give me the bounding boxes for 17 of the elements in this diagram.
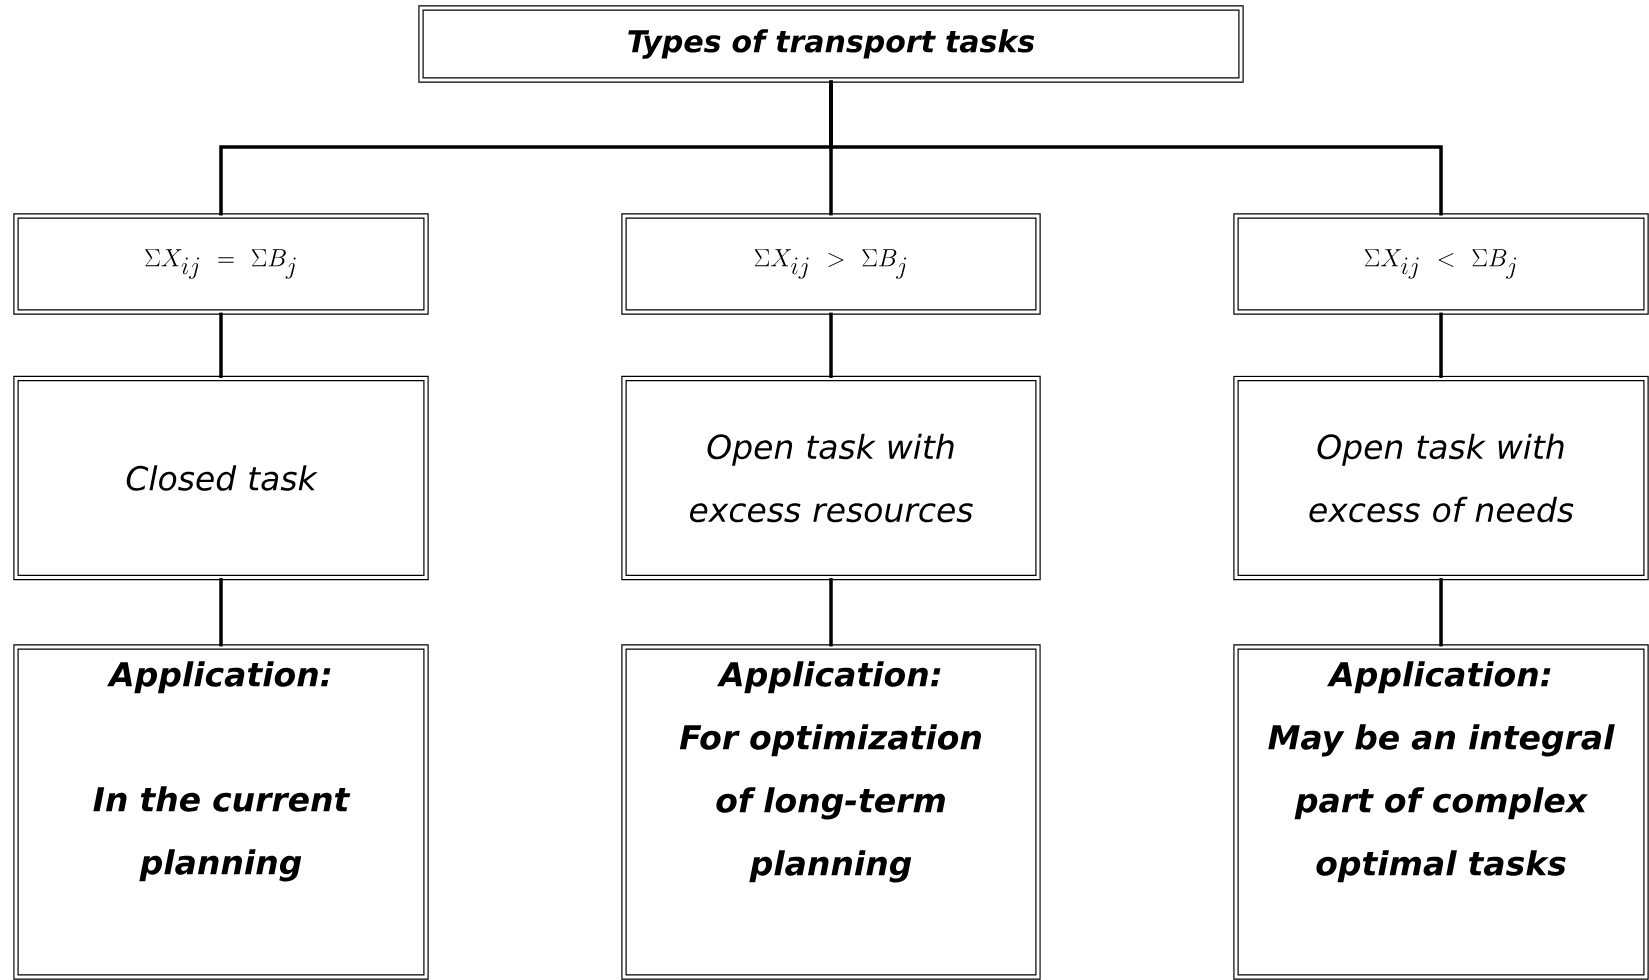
task-type-box: Open task with excess resources — [621, 375, 1041, 581]
application-box: Application: May be an integral part of complex optimal tasks — [1233, 644, 1649, 980]
connector-line — [1439, 578, 1443, 647]
connector-line — [1439, 312, 1443, 378]
application-box: Application: For optimization of long-term planning — [621, 644, 1041, 980]
connector-line — [219, 312, 223, 378]
task-type-box: Closed task — [13, 375, 429, 581]
connector-line — [829, 578, 833, 647]
connector-line — [219, 578, 223, 647]
connector-line — [829, 312, 833, 378]
condition-box: $\Sigma X_{ij} > \Sigma B_j$ — [621, 213, 1041, 315]
task-type-box: Open task with excess of needs — [1233, 375, 1649, 581]
condition-box: $\Sigma X_{ij} < \Sigma B_j$ — [1233, 213, 1649, 315]
connector-line — [829, 80, 1443, 216]
condition-box: $\Sigma X_{ij} = \Sigma B_j$ — [13, 213, 429, 315]
title-box: Types of transport tasks — [418, 5, 1244, 83]
application-box: Application: In the current planning — [13, 644, 429, 980]
